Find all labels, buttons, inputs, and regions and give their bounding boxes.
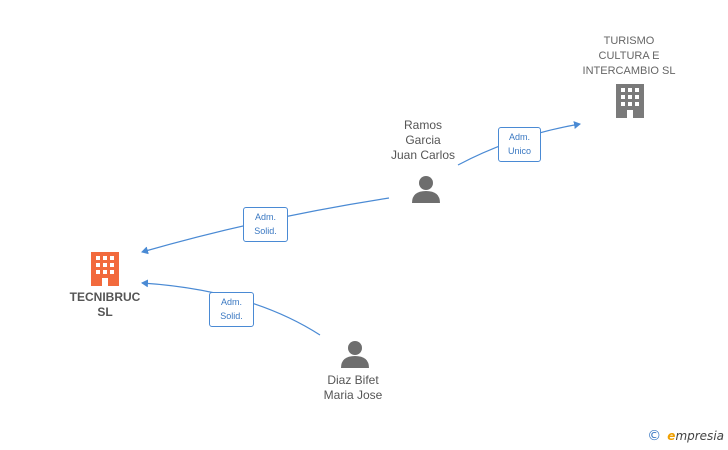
- edge-label-line: Adm.: [254, 212, 276, 222]
- label-line: INTERCAMBIO SL: [582, 65, 676, 77]
- brand-watermark: © empresia: [647, 428, 724, 444]
- label-line: Juan Carlos: [390, 148, 456, 162]
- company-tecnibruc-label[interactable]: TECNIBRUC SL: [55, 290, 155, 320]
- edge-label-adm-solid-diaz: Adm. Solid.: [209, 292, 254, 327]
- person-diaz-label[interactable]: Diaz Bifet Maria Jose: [303, 373, 403, 403]
- label-line: TURISMO: [603, 35, 655, 47]
- label-line: CULTURA E: [598, 50, 660, 62]
- edge-label-line: Adm.: [220, 297, 242, 307]
- brand-logo-e: e: [667, 429, 676, 443]
- person-icon: [412, 176, 440, 203]
- edge-label-line: Solid.: [254, 226, 277, 236]
- label-line: Maria Jose: [323, 388, 383, 402]
- brand-logo-text: mpresia: [675, 429, 724, 443]
- person-icon: [341, 341, 369, 368]
- building-icon: [616, 84, 644, 118]
- label-line: Diaz Bifet: [327, 373, 379, 387]
- edge-label-adm-solid-ramos: Adm. Solid.: [243, 207, 288, 242]
- copyright-icon: ©: [647, 428, 662, 444]
- label-line: Garcia: [405, 133, 441, 147]
- label-line: Ramos: [403, 118, 442, 132]
- company-turismo-label[interactable]: TURISMO CULTURA E INTERCAMBIO SL: [570, 34, 688, 79]
- building-icon-main: [91, 252, 119, 286]
- edge-label-line: Unico: [507, 146, 531, 156]
- person-ramos-label[interactable]: Ramos Garcia Juan Carlos: [373, 118, 473, 163]
- edge-label-adm-unico: Adm. Unico: [498, 127, 541, 162]
- label-line: TECNIBRUC: [69, 290, 141, 304]
- edge-label-line: Adm.: [508, 132, 530, 142]
- edge-label-line: Solid.: [220, 311, 243, 321]
- label-line: SL: [97, 305, 113, 319]
